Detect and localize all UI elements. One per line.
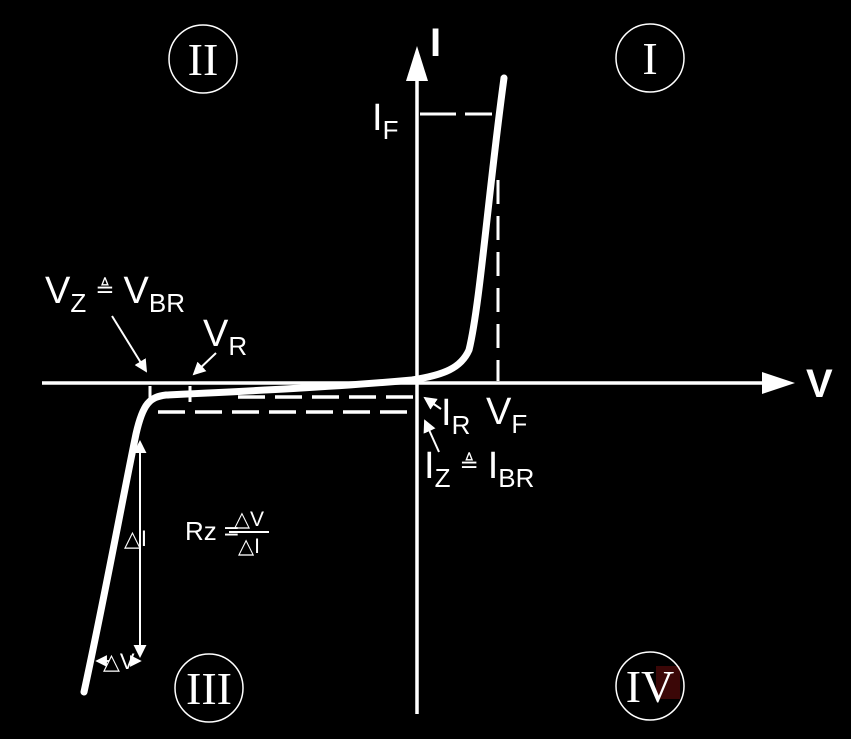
reverse-voltage-label: VR xyxy=(203,313,247,361)
quadrant-1-marker: I xyxy=(615,23,685,93)
v-axis-label: V xyxy=(806,362,833,406)
quadrant-1-numeral: I xyxy=(642,33,657,84)
formula-denominator: △I xyxy=(238,535,260,558)
delta-current-label: △I xyxy=(124,526,147,551)
quadrant-2-circle xyxy=(168,24,238,94)
reverse-current-pointer-arrow-icon xyxy=(423,396,442,410)
delta-voltage-label: △V xyxy=(103,649,135,674)
reverse-current-label: IR xyxy=(441,392,470,440)
zener-voltage-pointer-arrow-icon xyxy=(111,315,148,373)
zener-voltage-label: VZ≜VBR xyxy=(45,270,185,318)
i-axis-label: I xyxy=(430,21,441,65)
quadrant-4-numeral: IV xyxy=(626,661,675,712)
quadrant-4-marker: IV xyxy=(615,651,685,721)
v-axis-arrowhead-icon xyxy=(762,372,795,394)
quadrant-3-marker: III xyxy=(174,653,244,723)
quadrant-3-numeral: III xyxy=(186,663,232,714)
formula-lhs: Rz= xyxy=(185,516,239,546)
forward-voltage-label: VF xyxy=(486,391,527,439)
quadrant-4-circle xyxy=(615,651,685,721)
quadrant-2-numeral: II xyxy=(188,34,219,85)
forward-current-label: IF xyxy=(372,97,398,145)
reverse-voltage-pointer-arrow-icon xyxy=(192,352,217,376)
zener-resistance-formula: Rz= △V △I xyxy=(185,508,269,558)
watermark-block xyxy=(656,666,680,699)
diode-curve xyxy=(80,74,508,696)
quadrant-3-circle xyxy=(174,653,244,723)
formula-numerator: △V xyxy=(234,508,264,531)
i-axis-arrowhead-icon xyxy=(406,46,428,81)
quadrant-1-circle xyxy=(615,23,685,93)
zener-current-label: IZ≜IBR xyxy=(424,445,534,493)
zener-current-pointer-arrow-icon xyxy=(423,419,440,453)
quadrant-2-marker: II xyxy=(168,24,238,94)
